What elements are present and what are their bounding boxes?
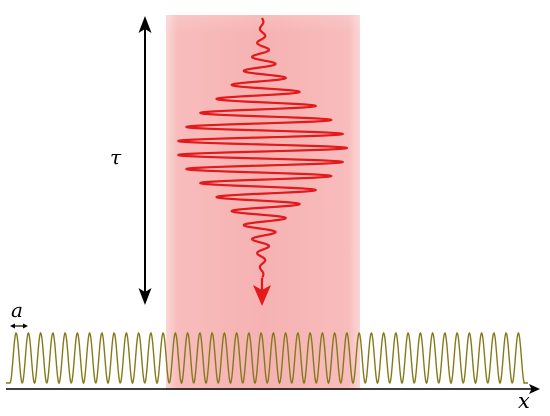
lattice-potential-curve [6, 331, 528, 385]
arrow-right-icon [529, 384, 540, 394]
light-pulse-wavepacket [177, 17, 349, 279]
double-headed-arrow-icon [10, 323, 28, 329]
laser-beam-top-fade [166, 15, 360, 390]
arrow-down-icon [253, 285, 271, 306]
tau-label: τ [110, 145, 122, 169]
x-axis-label: x [518, 389, 530, 413]
period-label: a [11, 298, 23, 322]
